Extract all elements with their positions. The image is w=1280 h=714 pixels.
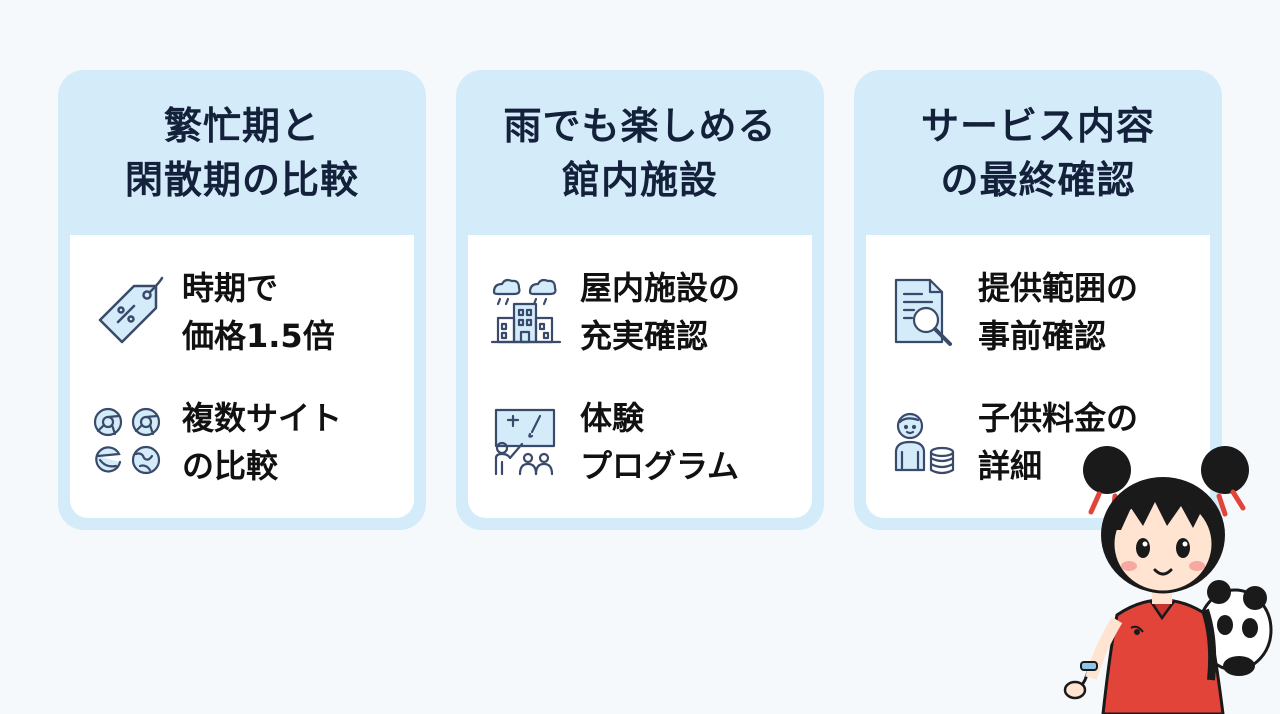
item-text: 屋内施設の 充実確認	[580, 264, 740, 360]
card-header: 雨でも楽しめる 館内施設	[468, 70, 812, 235]
list-item: 提供範囲の 事前確認	[886, 257, 1200, 367]
list-item: 屋内施設の 充実確認	[488, 257, 802, 367]
card-season-comparison: 繁忙期と 閑散期の比較 時期で 価格1.5倍	[58, 70, 426, 530]
browser-icons	[90, 404, 166, 480]
card-title-line: サービス内容	[920, 103, 1155, 148]
item-text-line: プログラム	[580, 447, 740, 485]
price-tag-icon	[90, 274, 166, 350]
item-text-line: 価格1.5倍	[182, 317, 335, 355]
document-search-icon	[886, 274, 962, 350]
card-title-line: 閑散期の比較	[124, 157, 359, 202]
card-service-check: サービス内容 の最終確認 提供範囲の 事前確認	[854, 70, 1222, 530]
card-title-line: 雨でも楽しめる	[503, 103, 777, 148]
child-coins-icon	[886, 404, 962, 480]
item-text-line: 詳細	[978, 447, 1043, 485]
card-header: サービス内容 の最終確認	[866, 70, 1210, 235]
list-item: 体験 プログラム	[488, 387, 802, 497]
item-text: 子供料金の 詳細	[978, 394, 1138, 490]
list-item: 複数サイト の比較	[90, 387, 404, 497]
item-text: 提供範囲の 事前確認	[978, 264, 1138, 360]
item-text-line: の比較	[182, 447, 279, 485]
item-text-line: 複数サイト	[182, 399, 343, 437]
card-indoor-facilities: 雨でも楽しめる 館内施設	[456, 70, 824, 530]
item-text-line: 充実確認	[580, 317, 709, 355]
card-title-line: 館内施設	[561, 157, 718, 202]
item-text-line: 屋内施設の	[580, 269, 741, 307]
panda-backpack-icon	[1197, 580, 1273, 676]
mascot-girl-illustration	[1063, 446, 1273, 714]
card-title-line: の最終確認	[940, 157, 1136, 202]
list-item: 時期で 価格1.5倍	[90, 257, 404, 367]
card-body: 時期で 価格1.5倍	[70, 235, 414, 518]
item-text-line: 提供範囲の	[978, 269, 1139, 307]
card-title-line: 繁忙期と	[163, 103, 320, 148]
rain-building-icon	[488, 274, 564, 350]
card-body: 提供範囲の 事前確認 子供料金の	[866, 235, 1210, 518]
item-text-line: 体験	[580, 399, 645, 437]
item-text-line: 時期で	[182, 269, 279, 307]
item-text: 体験 プログラム	[580, 394, 739, 490]
item-text-line: 子供料金の	[978, 399, 1139, 437]
item-text: 複数サイト の比較	[182, 394, 342, 490]
item-text: 時期で 価格1.5倍	[182, 264, 335, 360]
workshop-icon	[488, 404, 564, 480]
item-text-line: 事前確認	[978, 317, 1107, 355]
list-item: 子供料金の 詳細	[886, 387, 1200, 497]
card-body: 屋内施設の 充実確認	[468, 235, 812, 518]
card-header: 繁忙期と 閑散期の比較	[70, 70, 414, 235]
